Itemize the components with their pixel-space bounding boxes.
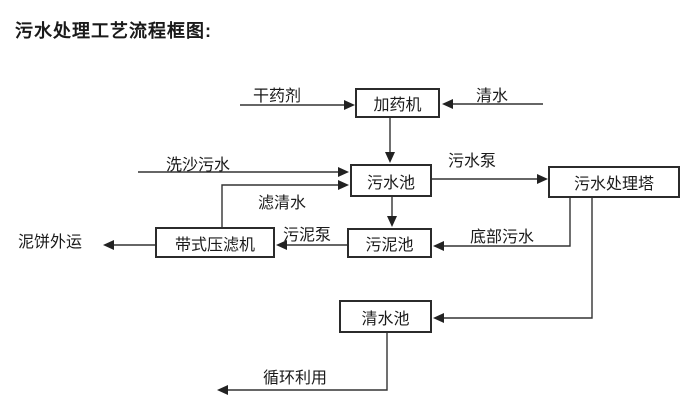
label-sludge-pump: 污泥泵 [283, 227, 332, 244]
arrow-sand-washing-sewage-to-sewage-pool [138, 167, 349, 177]
arrow-treatment-tower-to-clear-water-pool [433, 198, 593, 323]
label-sand-washing-sewage: 洗沙污水 [166, 157, 231, 174]
arrow-belt-filter-press-to-mud-cake [103, 240, 155, 250]
label-recycle-use: 循环利用 [263, 370, 328, 387]
node-dosing-machine: 加药机 [355, 88, 440, 118]
label-sewage-pump: 污水泵 [448, 153, 497, 170]
node-belt-filter-press: 带式压滤机 [155, 227, 275, 258]
arrow-clean-water-to-dosing-machine [442, 99, 543, 109]
arrow-clear-water-pool-to-recycle [217, 333, 388, 395]
label-filtered-water: 滤清水 [258, 195, 307, 212]
label-clean-water: 清水 [476, 88, 509, 105]
page-title: 污水处理工艺流程框图: [15, 21, 212, 41]
label-dry-agent: 干药剂 [253, 88, 302, 105]
node-clear-water-pool: 清水池 [339, 300, 432, 333]
node-sewage-pool: 污水池 [350, 164, 432, 197]
arrow-dry-agent-to-dosing-machine [240, 100, 355, 110]
node-sewage-treatment-tower: 污水处理塔 [548, 166, 680, 198]
arrow-dosing-machine-to-sewage-pool [385, 118, 395, 163]
arrow-sewage-pool-to-sludge-pool [387, 197, 397, 227]
arrow-bottom-sewage-to-sludge-pool [433, 198, 571, 251]
arrow-filtered-water-to-sewage-pool [221, 180, 349, 227]
arrow-sludge-pump-to-belt-filter-press [276, 240, 347, 250]
arrow-sewage-pump-to-treatment-tower [432, 174, 548, 184]
node-sludge-pool: 污泥池 [347, 228, 432, 258]
label-mud-cake-transport: 泥饼外运 [18, 234, 83, 251]
label-bottom-sewage: 底部污水 [470, 229, 535, 246]
